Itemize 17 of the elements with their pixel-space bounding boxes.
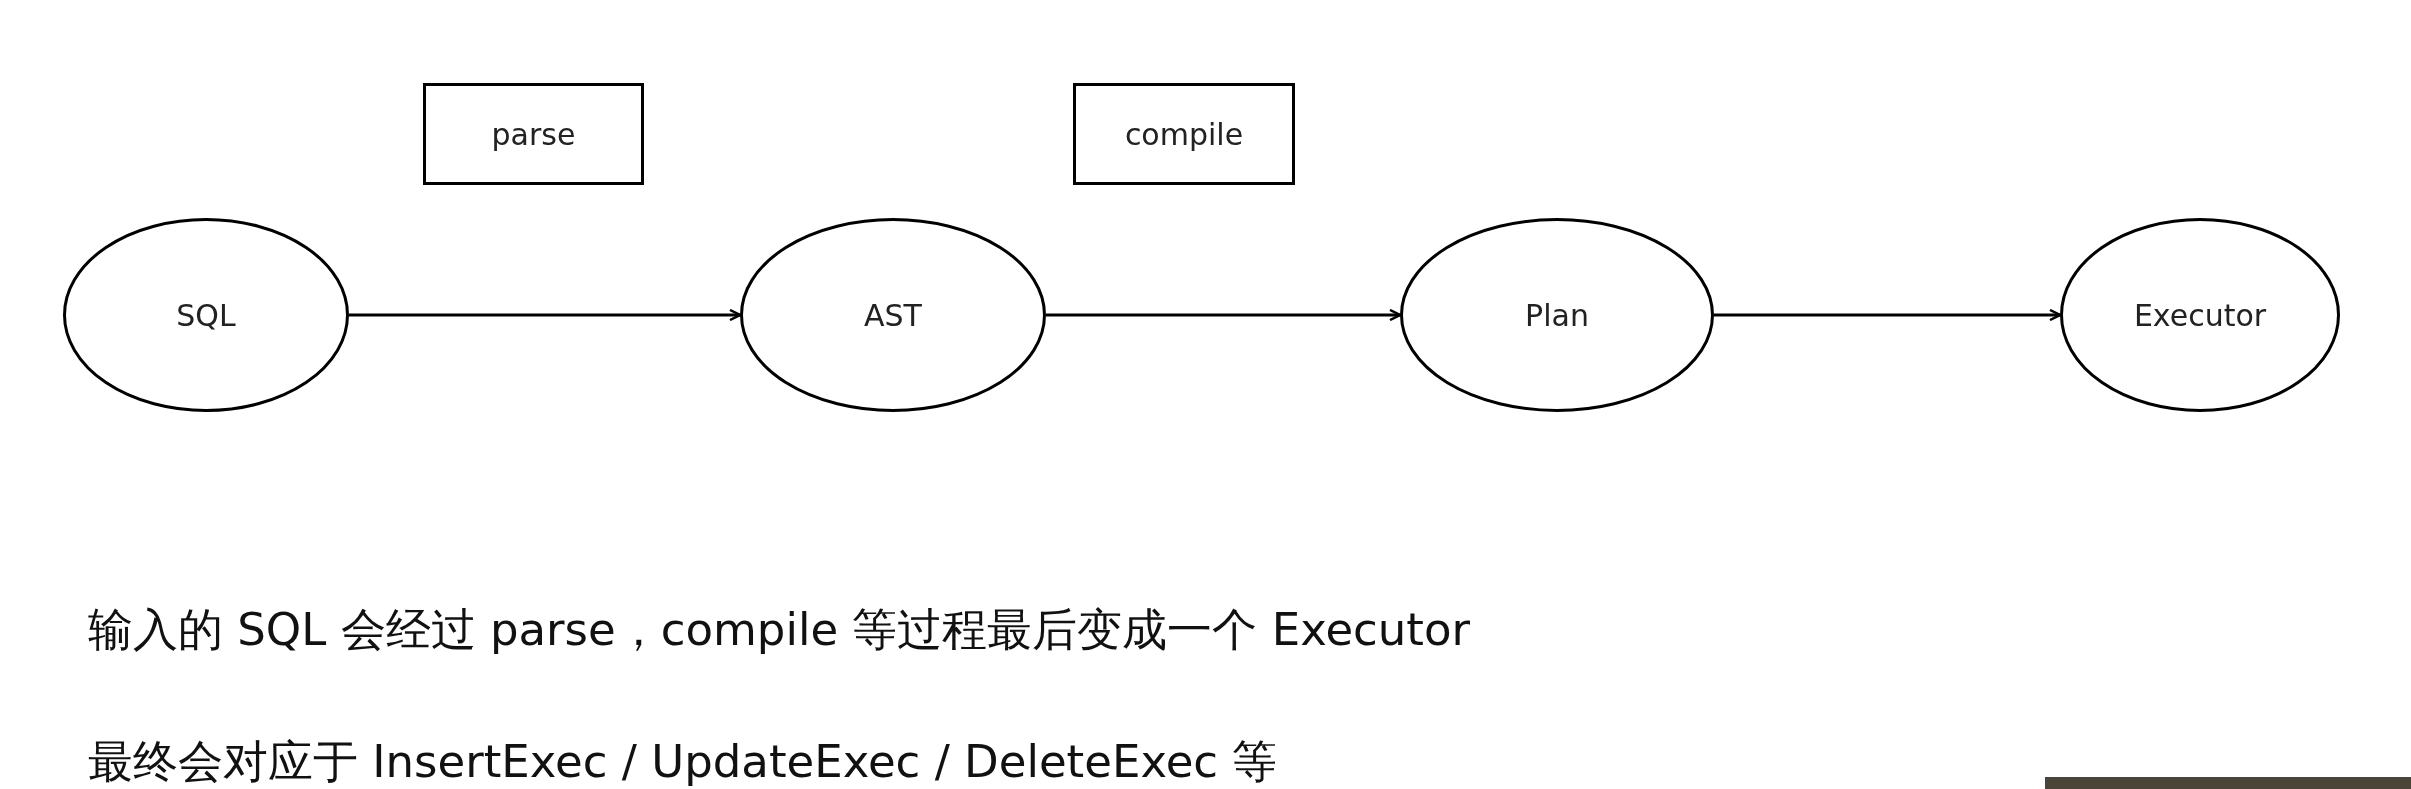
ellipse-node xyxy=(2060,218,2340,412)
arrow xyxy=(1046,308,1402,322)
arrow xyxy=(349,308,742,322)
ellipse-node xyxy=(63,218,349,412)
node-label: SQL xyxy=(176,297,236,333)
node-label: Plan xyxy=(1525,297,1589,333)
arrow xyxy=(1714,308,2062,322)
node-label: Executor xyxy=(2133,297,2267,333)
node-label: AST xyxy=(864,297,922,333)
note-text: 最终会对应于 InsertExec / UpdateExec / DeleteExec 等 xyxy=(88,734,1278,789)
ellipse-node xyxy=(1400,218,1714,412)
process-box xyxy=(423,83,644,185)
process-box xyxy=(1073,83,1295,185)
node-label: parse xyxy=(491,116,576,152)
note-text: 输入的 SQL 会经过 parse，compile 等过程最后变成一个 Executor xyxy=(88,602,1470,658)
node-label: compile xyxy=(1124,116,1244,152)
ellipse-node xyxy=(740,218,1046,412)
